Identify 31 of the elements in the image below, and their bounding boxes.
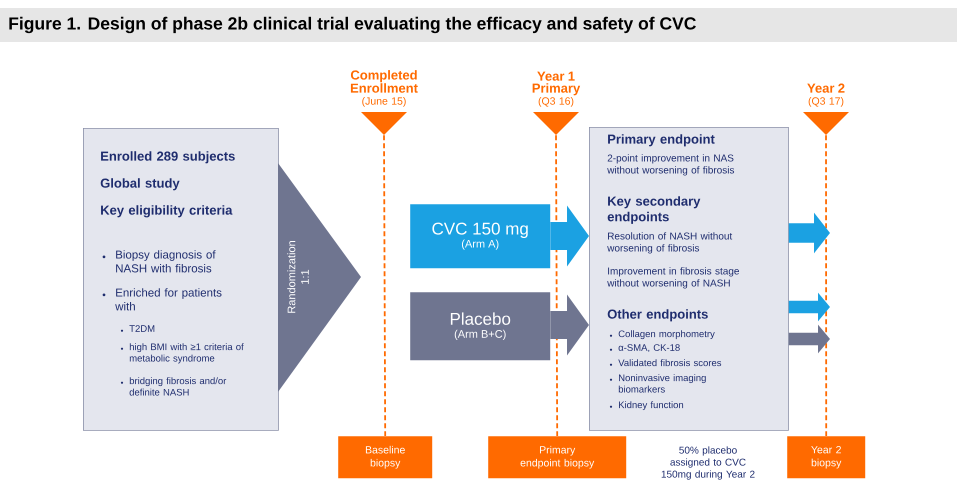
biopsy-box: Baseline biopsy: [338, 436, 432, 478]
note: 50% placebo assigned to CVC 150mg during Year 2: [662, 446, 755, 480]
description: 2-point improvement in NAS without worsening of fibrosis: [607, 154, 734, 176]
description: Resolution of NASH without worsening of fibrosis: [607, 232, 732, 254]
placebo-arm-box: Placebo (Arm B+C): [410, 292, 550, 360]
heading: Primary endpoint: [608, 134, 715, 146]
sub-bullet-item: Kidney function: [610, 401, 684, 410]
sub-bullet-item: α-SMA, CK-18: [610, 344, 680, 352]
title-band: Figure 1. Design of phase 2b clinical trial evaluating the efficacy and safety of CVC: [0, 8, 957, 42]
bullet-item: Enriched for patients with: [102, 288, 222, 310]
heading: Key secondary endpoints: [608, 196, 700, 224]
heading: Other endpoints: [608, 309, 708, 322]
sub-bullet-item: bridging fibrosis and/or definite NASH: [120, 377, 226, 396]
bullet-item: Biopsy diagnosis of NASH with fibrosis: [102, 250, 216, 272]
description: Improvement in fibrosis stage without worsening of NASH: [607, 267, 740, 289]
heading: Key eligibility criteria: [101, 205, 232, 218]
sub-bullet-item: high BMI with ≥1 criteria of metabolic syndrome: [120, 343, 244, 364]
panel: [589, 127, 789, 431]
treatment-arm-box: CVC 150 mg (Arm A): [410, 204, 550, 268]
sub-bullet-item: Noninvasive imaging biomarkers: [610, 374, 706, 393]
sub-bullet-item: T2DM: [120, 325, 154, 332]
biopsy-box: Primary endpoint biopsy: [488, 436, 626, 478]
dashed-line: [383, 135, 386, 436]
dashed-line: [825, 135, 828, 436]
heading: Enrolled 289 subjects: [101, 151, 235, 164]
sub-bullet-item: Validated fibrosis scores: [610, 359, 722, 366]
criteria-panel: [83, 128, 279, 431]
heading: Global study: [100, 178, 180, 190]
biopsy-box: Year 2 biopsy: [787, 436, 866, 478]
sub-bullet-item: Collagen morphometry: [610, 330, 715, 340]
randomization-triangle: Randomization 1:1: [278, 163, 361, 392]
